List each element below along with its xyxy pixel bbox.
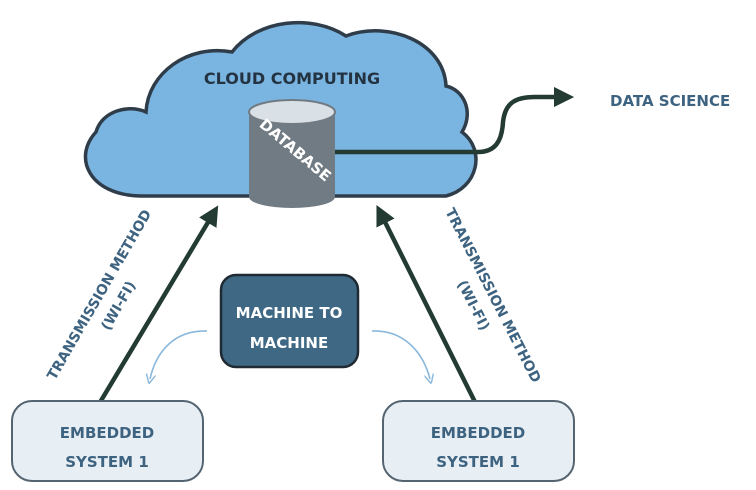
right-transmission-label: TRANSMISSION METHOD (WI-FI) <box>441 206 543 386</box>
left-uplink-arrow <box>97 205 219 406</box>
right-embedded-line1: EMBEDDED <box>431 424 525 442</box>
left-transmission-line1: TRANSMISSION METHOD <box>45 207 156 383</box>
data-science-arrow <box>335 86 575 155</box>
right-embedded-line2: SYSTEM 1 <box>436 453 520 471</box>
right-uplink-arrow <box>376 204 479 406</box>
left-embedded-line2: SYSTEM 1 <box>65 453 149 471</box>
m2m-line2: MACHINE <box>250 334 328 352</box>
m2m-line1: MACHINE TO <box>236 304 343 322</box>
database-cylinder: DATABASE <box>248 99 336 208</box>
m2m-right-curve <box>371 330 430 379</box>
m2m-box <box>219 273 360 369</box>
right-embedded-system-box <box>382 400 575 482</box>
m2m-left-curve <box>150 330 208 379</box>
left-embedded-line1: EMBEDDED <box>60 424 154 442</box>
left-embedded-system-box <box>11 400 204 482</box>
right-transmission-line1: TRANSMISSION METHOD <box>441 206 543 386</box>
data-science-label: DATA SCIENCE <box>610 92 730 110</box>
cloud-title: CLOUD COMPUTING <box>204 69 380 88</box>
